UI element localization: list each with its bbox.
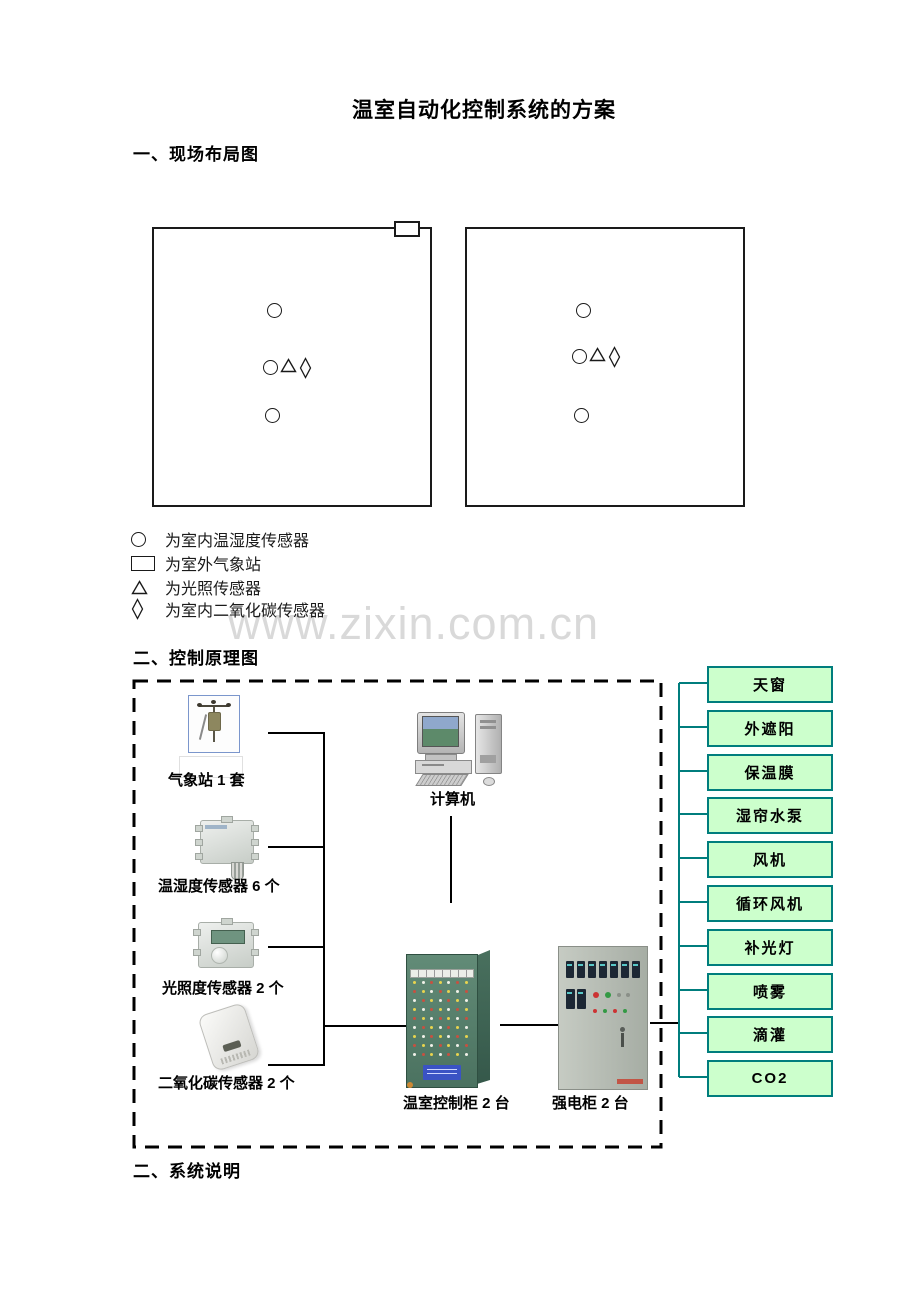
page-title: 温室自动化控制系统的方案 — [352, 99, 616, 122]
actuator-box-1: 天窗 — [707, 666, 833, 703]
power-cabinet-label: 强电柜 2 台 — [552, 1095, 629, 1112]
computer-image — [415, 710, 502, 786]
section-heading-layout: 一、现场布局图 — [133, 145, 259, 164]
light-sensor-label: 光照度传感器 2 个 — [162, 980, 284, 997]
section-heading-system: 二、系统说明 — [133, 1162, 241, 1181]
actuator-box-4: 湿帘水泵 — [707, 797, 833, 834]
legend-row: 为光照传感器 — [131, 575, 261, 599]
temp-humidity-sensor-icon — [263, 360, 278, 375]
actuator-box-10: CO2 — [707, 1060, 833, 1097]
actuator-box-3: 保温膜 — [707, 754, 833, 791]
temp-humidity-sensor-icon — [267, 303, 282, 318]
temp-humidity-sensor-image — [195, 816, 259, 880]
triangle-icon — [131, 579, 165, 595]
temp-humidity-sensor-label: 温湿度传感器 6 个 — [158, 878, 280, 895]
actuator-box-9: 滴灌 — [707, 1016, 833, 1053]
watermark: www.zixin.com.cn — [228, 598, 600, 649]
power-cabinet-image — [558, 944, 652, 1092]
co2-sensor-icon — [608, 346, 621, 368]
greenhouse-room-right — [465, 227, 745, 507]
temp-humidity-sensor-icon — [572, 349, 587, 364]
greenhouse-control-cabinet-image — [406, 948, 492, 1092]
computer-label: 计算机 — [430, 791, 476, 808]
actuator-box-2: 外遮阳 — [707, 710, 833, 747]
light-sensor-icon — [589, 347, 606, 362]
co2-sensor-image — [197, 1002, 271, 1072]
weather-station-label: 气象站 1 套 — [168, 772, 245, 789]
diamond-icon — [131, 598, 165, 620]
weather-station-marker-icon — [394, 221, 420, 237]
rect-icon — [131, 555, 165, 571]
temp-humidity-sensor-icon — [576, 303, 591, 318]
legend-label: 为光照传感器 — [165, 581, 262, 598]
legend-label: 为室外气象站 — [165, 557, 262, 574]
legend-label: 为室内温湿度传感器 — [165, 533, 310, 550]
greenhouse-control-cabinet-label: 温室控制柜 2 台 — [403, 1095, 510, 1112]
temp-humidity-sensor-icon — [265, 408, 280, 423]
co2-sensor-label: 二氧化碳传感器 2 个 — [158, 1075, 295, 1092]
empty-image-frame — [179, 756, 243, 778]
weather-station-image — [188, 695, 240, 753]
temp-humidity-sensor-icon — [574, 408, 589, 423]
legend-row: 为室内二氧化碳传感器 — [131, 597, 325, 621]
actuator-box-7: 补光灯 — [707, 929, 833, 966]
legend-label: 为室内二氧化碳传感器 — [165, 603, 326, 620]
actuator-box-5: 风机 — [707, 841, 833, 878]
light-sensor-icon — [280, 358, 297, 373]
actuator-box-6: 循环风机 — [707, 885, 833, 922]
legend-row: 为室内温湿度传感器 — [131, 527, 309, 551]
co2-sensor-icon — [299, 357, 312, 379]
circle-icon — [131, 531, 165, 547]
section-heading-control: 二、控制原理图 — [133, 649, 259, 668]
legend-row: 为室外气象站 — [131, 551, 261, 575]
actuator-box-8: 喷雾 — [707, 973, 833, 1010]
light-sensor-image — [193, 918, 259, 968]
